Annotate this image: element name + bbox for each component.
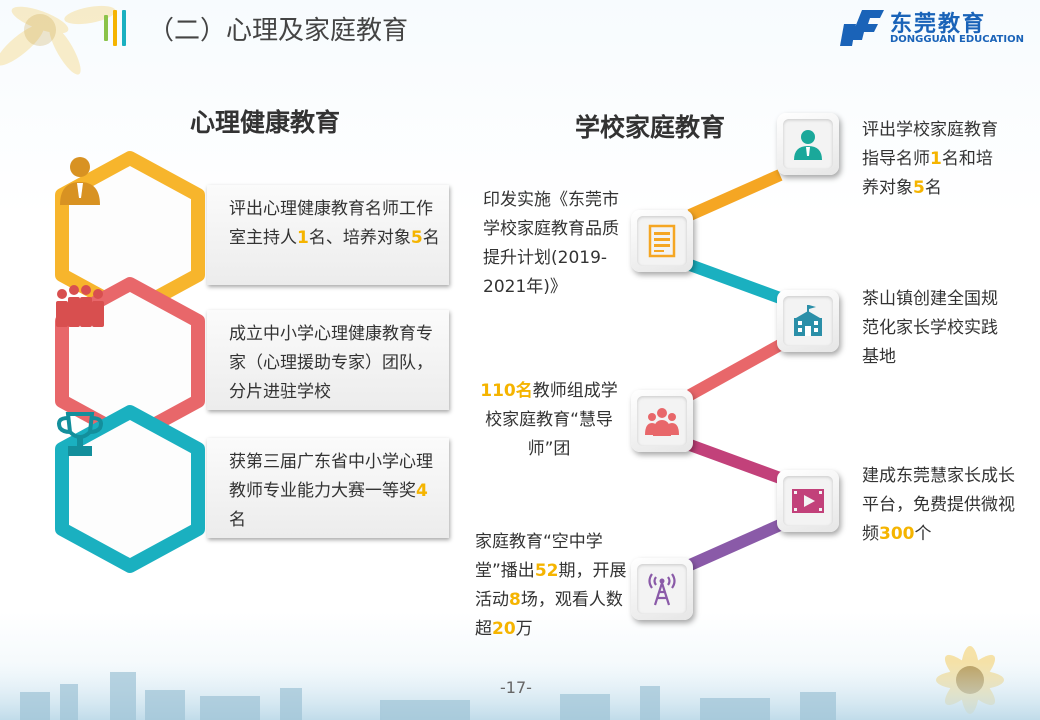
logo-text-en: DONGGUAN EDUCATION [890, 34, 1024, 45]
highlight-number: 1 [297, 228, 309, 248]
family-item-document-text: 印发实施《东莞市学校家庭教育品质提升计划(2019-2021年)》 [483, 190, 619, 297]
broadcast-tower-icon [648, 573, 676, 606]
family-item-team-text: 110名教师组成学校家庭教育“慧导师”团 [480, 381, 618, 459]
highlight-number: 300 [879, 524, 915, 544]
trophy-icon [57, 412, 103, 456]
person-icon [60, 157, 100, 205]
highlight-number: 4 [416, 481, 428, 501]
document-icon [648, 224, 676, 258]
node-school [777, 290, 839, 352]
highlight-number: 110名 [480, 381, 533, 401]
sunflower-decoration [0, 5, 116, 75]
page-title: （二）心理及家庭教育 [148, 16, 409, 46]
mental-health-item-2: 成立中小学心理健康教育专家（心理援助专家）团队，分片进驻学校 [207, 310, 449, 410]
mental-health-item-3: 获第三届广东省中小学心理教师专业能力大赛一等奖4名 [207, 438, 449, 538]
teacher-icon [794, 130, 822, 160]
family-item-video-text: 建成东莞慧家长成长平台，免费提供微视频300个 [862, 466, 1015, 544]
node-video [777, 470, 839, 532]
highlight-number: 8 [509, 590, 521, 610]
item-text: 评出心理健康教育名师工作室主持人1名、培养对象5名 [229, 199, 440, 248]
highlight-number: 1 [930, 149, 942, 169]
family-item-teacher-text: 评出学校家庭教育指导名师1名和培养对象5名 [862, 120, 998, 198]
page-number: -17- [500, 678, 532, 697]
item-text: 获第三届广东省中小学心理教师专业能力大赛一等奖4名 [229, 452, 433, 530]
group-icon [56, 285, 104, 327]
city-skyline-decoration [0, 662, 1040, 720]
dongguan-education-logo: 东莞教育 DONGGUAN EDUCATION [840, 6, 1030, 48]
item-text: 成立中小学心理健康教育专家（心理援助专家）团队，分片进驻学校 [229, 324, 433, 402]
family-item-school-text: 茶山镇创建全国规范化家长学校实践基地 [862, 289, 998, 367]
title-accent-bars [104, 10, 134, 46]
team-icon [645, 408, 679, 436]
hexagon-badge-3 [50, 404, 210, 574]
highlight-number: 20 [492, 619, 516, 639]
video-icon [792, 489, 824, 513]
highlight-number: 5 [913, 178, 925, 198]
node-teacher [777, 113, 839, 175]
section-title-family-education: 学校家庭教育 [575, 113, 726, 142]
highlight-number: 52 [534, 561, 559, 581]
school-icon [794, 305, 822, 336]
mental-health-item-1: 评出心理健康教育名师工作室主持人1名、培养对象5名 [207, 185, 449, 285]
node-team [631, 390, 693, 452]
logo-mark-icon [840, 10, 884, 46]
node-broadcast [631, 558, 693, 620]
section-title-mental-health: 心理健康教育 [190, 108, 341, 137]
logo-text-cn: 东莞教育 [890, 12, 987, 37]
highlight-number: 5 [410, 228, 423, 248]
family-item-broadcast-text: 家庭教育“空中学堂”播出52期，开展活动8场，观看人数超20万 [475, 532, 627, 639]
node-document [631, 210, 693, 272]
